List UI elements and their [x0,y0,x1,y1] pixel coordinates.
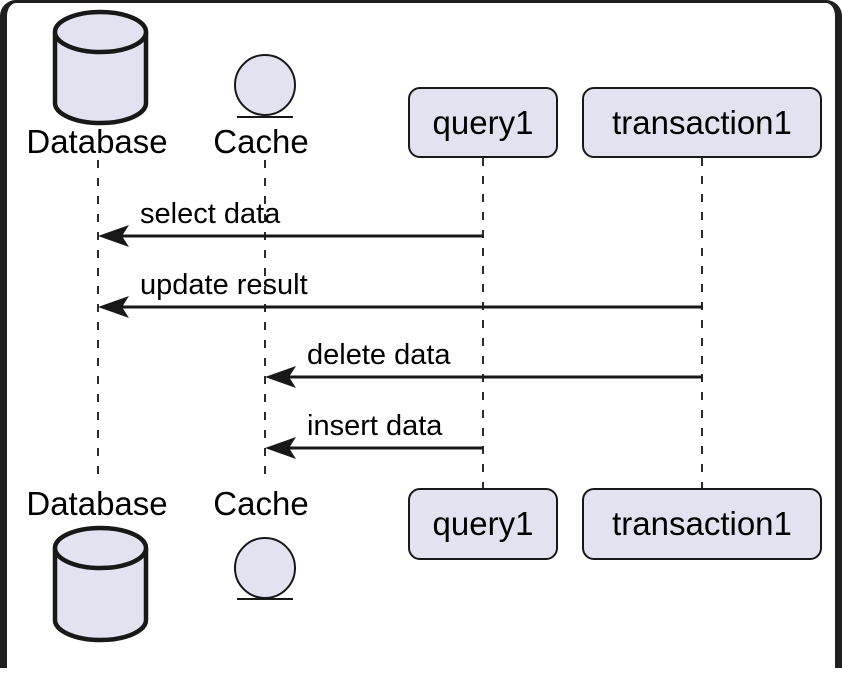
cache-entity-icon-top [234,54,296,118]
database-cylinder-icon-bottom [52,525,149,643]
participant-box-label: query1 [432,103,534,141]
database-cylinder-icon-top [52,9,149,126]
arrowhead-icon-2 [265,366,296,388]
participant-box-transaction1-top: transaction1 [582,87,822,158]
participant-box-transaction1-bottom: transaction1 [582,488,822,560]
participant-label-cache-top: Cache [213,123,309,160]
arrowhead-icon-0 [98,225,129,247]
message-label-update-result: update result [140,269,308,301]
message-label-delete-data: delete data [307,339,451,371]
participant-label-database-top: Database [26,123,168,160]
arrowhead-icon-3 [265,437,296,459]
participant-label-database-bottom: Database [26,485,168,522]
participant-box-label: transaction1 [612,103,792,141]
participant-box-query1-top: query1 [408,87,558,158]
cache-entity-icon-bottom [234,537,296,600]
arrowhead-icon-1 [98,296,129,318]
message-label-insert-data: insert data [307,410,443,442]
participant-box-label: query1 [432,505,534,542]
participant-label-cache-bottom: Cache [213,485,309,522]
participant-box-query1-bottom: query1 [408,488,558,560]
message-label-select-data: select data [140,198,281,230]
participant-box-label: transaction1 [612,505,792,542]
